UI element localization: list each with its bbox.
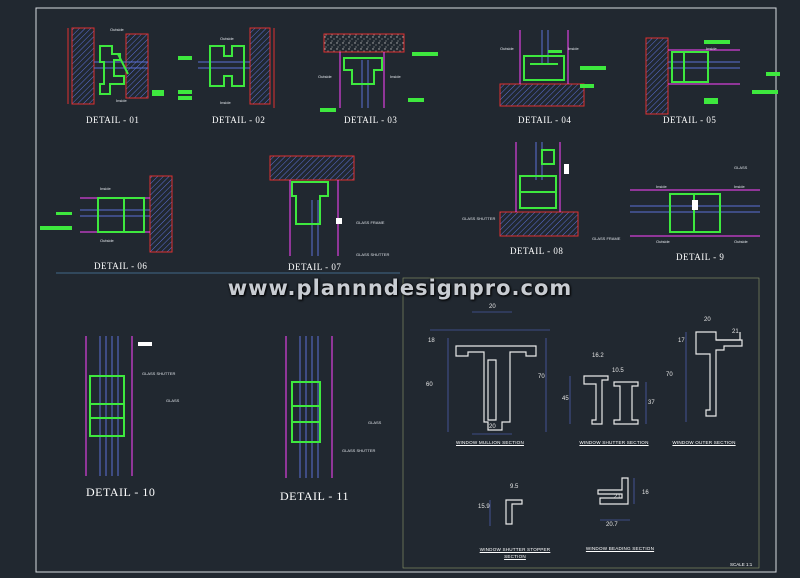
detail-03-label: DETAIL - 03 xyxy=(344,115,398,125)
dim-beading-bottom: 20.7 xyxy=(606,522,618,528)
profiles-panel xyxy=(402,277,760,569)
detail-10-label: DETAIL - 10 xyxy=(86,485,156,499)
note-inside-d03: Inside xyxy=(390,74,401,79)
dim-outer-side: 70 xyxy=(666,372,673,378)
detail-07-drawing xyxy=(269,155,355,256)
note-outside-d04: Outside xyxy=(500,46,514,51)
detail-04-drawing xyxy=(499,30,606,107)
note-inside-d01: Inside xyxy=(116,98,127,103)
dim-mullion-left: 60 xyxy=(426,382,433,388)
note-outside-d02: Outside xyxy=(220,36,234,41)
dim-mullion-right: 70 xyxy=(538,374,545,380)
detail-02-label: DETAIL - 02 xyxy=(212,115,266,125)
detail-10-drawing xyxy=(85,336,152,476)
dim-mullion-tl: 18 xyxy=(428,338,435,344)
detail-01-label: DETAIL - 01 xyxy=(86,115,140,125)
dim-outer-top: 20 xyxy=(704,317,711,323)
detail-08-drawing xyxy=(499,142,579,237)
detail-01-drawing xyxy=(67,27,192,105)
detail-06-drawing xyxy=(40,175,173,253)
dim-mullion-bottom: 20 xyxy=(489,424,496,430)
note-glass-d10: GLASS xyxy=(166,398,180,403)
note-glass-shutter-d07: GLASS SHUTTER xyxy=(356,252,390,257)
note-glass-shutter-d10: GLASS SHUTTER xyxy=(142,371,176,376)
note-outside-d09: Outside xyxy=(656,239,670,244)
detail-06-label: DETAIL - 06 xyxy=(94,261,148,271)
scale-note: SCALE 1:1 xyxy=(730,562,753,567)
beading-section-profile xyxy=(597,477,635,521)
dim-outer-left: 17 xyxy=(678,338,685,344)
note-inside-d05: Inside xyxy=(706,46,717,51)
section-title-outer: WINDOW OUTER SECTION xyxy=(672,440,736,445)
outer-section-profile xyxy=(685,331,743,422)
mullion-section-profile xyxy=(430,311,550,435)
section-title-stopper: WINDOW SHUTTER STOPPER SECTION xyxy=(479,547,551,559)
note-inside-d09b: Inside xyxy=(734,184,745,189)
note-inside-d04: Inside xyxy=(568,46,579,51)
dim-shutter-right: 37 xyxy=(648,400,655,406)
note-inside-d06: Inside xyxy=(100,186,111,191)
drawing-border xyxy=(35,7,777,573)
dim-beading-h: 16 xyxy=(642,490,649,496)
dim-shutter-left: 45 xyxy=(562,396,569,402)
note-glass-frame-d07: GLASS FRAME xyxy=(356,220,385,225)
note-glass-shutter-d08: GLASS SHUTTER xyxy=(462,216,496,221)
shutter-section-profile xyxy=(569,375,647,425)
note-inside-d09: Inside xyxy=(656,184,667,189)
note-outside-d01: Outside xyxy=(110,27,124,32)
note-inside-d02: Inside xyxy=(220,100,231,105)
detail-04-label: DETAIL - 04 xyxy=(518,115,572,125)
dim-shutter-mid: 10.5 xyxy=(612,368,624,374)
note-glass-shutter-d11: GLASS SHUTTER xyxy=(342,448,376,453)
note-outside-d03: Outside xyxy=(318,74,332,79)
watermark: www.plannndesignpro.com xyxy=(227,276,573,300)
detail-05-drawing xyxy=(645,37,780,115)
section-title-shutter: WINDOW SHUTTER SECTION xyxy=(579,440,649,445)
section-title-beading: WINDOW BEADING SECTION xyxy=(585,546,655,551)
dim-stopper-top: 9.5 xyxy=(510,484,519,490)
detail-03-drawing xyxy=(320,33,438,112)
note-glass-d11: GLASS xyxy=(368,420,382,425)
dim-beading-w: 21 xyxy=(614,494,621,500)
dim-shutter-top: 16.2 xyxy=(592,353,604,359)
section-title-mullion: WINDOW MULLION SECTION xyxy=(456,440,524,445)
detail-08-label: DETAIL - 08 xyxy=(510,246,564,256)
dim-stopper-left: 15.9 xyxy=(478,504,490,510)
note-glass-frame-d08: GLASS FRAME xyxy=(592,236,621,241)
detail-05-label: DETAIL - 05 xyxy=(663,115,717,125)
detail-11-drawing xyxy=(285,336,333,478)
note-outside-d06: Outside xyxy=(100,238,114,243)
detail-07-label: DETAIL - 07 xyxy=(288,262,342,272)
detail-11-label: DETAIL - 11 xyxy=(280,489,349,503)
note-outside-d09b: Outside xyxy=(734,239,748,244)
note-glass-d09: GLASS xyxy=(734,165,748,170)
detail-09-label: DETAIL - 9 xyxy=(676,252,725,262)
detail-09-drawing xyxy=(630,189,760,237)
detail-02-drawing xyxy=(178,27,275,108)
stopper-section-profile xyxy=(489,499,523,526)
dim-mullion-top: 20 xyxy=(489,304,496,310)
dim-outer-right: 21 xyxy=(732,329,739,335)
